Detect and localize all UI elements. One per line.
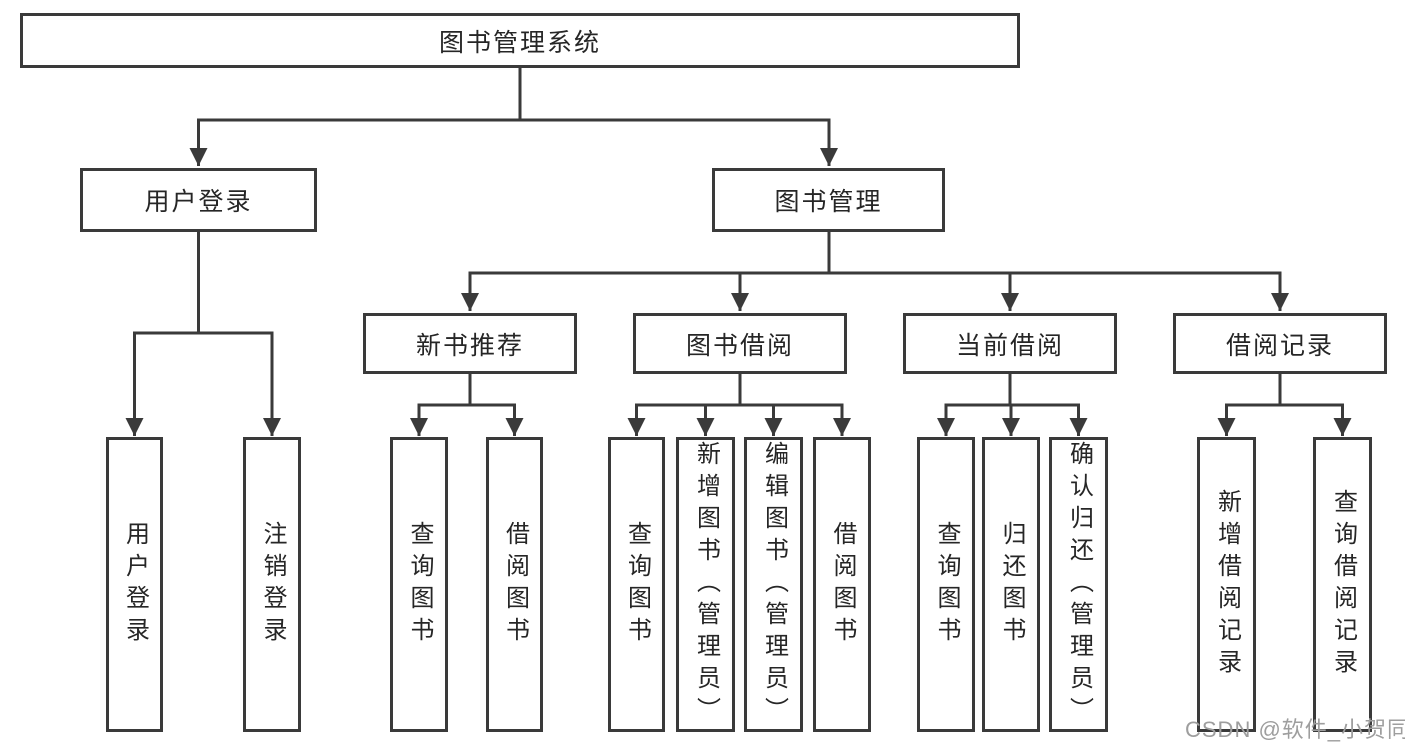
node-current-borrowing: 当前借阅: [903, 313, 1117, 374]
node-new-book-recommend: 新书推荐: [363, 313, 577, 374]
leaf-label: 新增图书（管理员）: [692, 440, 720, 729]
node-borrowing-records: 借阅记录: [1173, 313, 1387, 374]
connector-mgmt-trunk: [468, 232, 1282, 275]
node-book-borrowing: 图书借阅: [633, 313, 847, 374]
node-label: 图书管理系统: [438, 28, 601, 57]
leaf-query-books-borrowing: 查询图书: [608, 437, 665, 732]
leaf-return-book: 归还图书: [982, 437, 1040, 732]
node-library-system: 图书管理系统: [20, 13, 1020, 68]
connector-root-trunk: [197, 68, 831, 122]
leaf-query-books-current: 查询图书: [917, 437, 975, 732]
connector-current-trunk: [944, 374, 1080, 407]
leaf-label: 新增借阅记录: [1213, 488, 1241, 681]
node-label: 借阅记录: [1225, 331, 1334, 360]
node-label: 新书推荐: [415, 331, 524, 360]
leaf-label: 查询图书: [406, 520, 433, 649]
leaf-edit-book-admin: 编辑图书（管理员）: [744, 437, 803, 732]
connector-newbook-trunk: [417, 374, 516, 407]
leaf-label: 注销登录: [259, 520, 286, 649]
leaf-add-book-admin: 新增图书（管理员）: [676, 437, 735, 732]
node-label: 用户登录: [144, 188, 253, 216]
leaf-label: 查询图书: [623, 520, 651, 649]
connector-borrow-trunk: [635, 374, 844, 407]
node-book-management: 图书管理: [712, 168, 945, 232]
csdn-watermark: CSDN @软件_小贺同学: [1185, 717, 1405, 742]
connector-login-trunk: [133, 232, 274, 335]
leaf-query-borrow-record: 查询借阅记录: [1313, 437, 1372, 732]
node-label: 图书管理: [774, 188, 883, 216]
leaf-query-books-recommend: 查询图书: [390, 437, 448, 732]
node-user-login: 用户登录: [80, 168, 317, 232]
leaf-label: 编辑图书（管理员）: [760, 440, 788, 729]
leaf-label: 用户登录: [121, 520, 149, 649]
leaf-label: 归还图书: [998, 520, 1025, 649]
leaf-confirm-return-admin: 确认归还（管理员）: [1049, 437, 1108, 732]
leaf-logout: 注销登录: [243, 437, 301, 732]
node-label: 图书借阅: [685, 331, 794, 360]
leaf-add-borrow-record: 新增借阅记录: [1197, 437, 1256, 732]
leaf-label: 确认归还（管理员）: [1065, 440, 1093, 729]
leaf-label: 查询借阅记录: [1329, 488, 1357, 681]
leaf-borrow-books-borrowing: 借阅图书: [813, 437, 871, 732]
connector-records-trunk: [1225, 374, 1344, 407]
leaf-borrow-books-recommend: 借阅图书: [486, 437, 543, 732]
leaf-label: 借阅图书: [501, 520, 529, 649]
leaf-label: 借阅图书: [829, 520, 856, 649]
node-label: 当前借阅: [955, 331, 1064, 360]
leaf-label: 查询图书: [933, 520, 960, 649]
leaf-user-login: 用户登录: [106, 437, 163, 732]
